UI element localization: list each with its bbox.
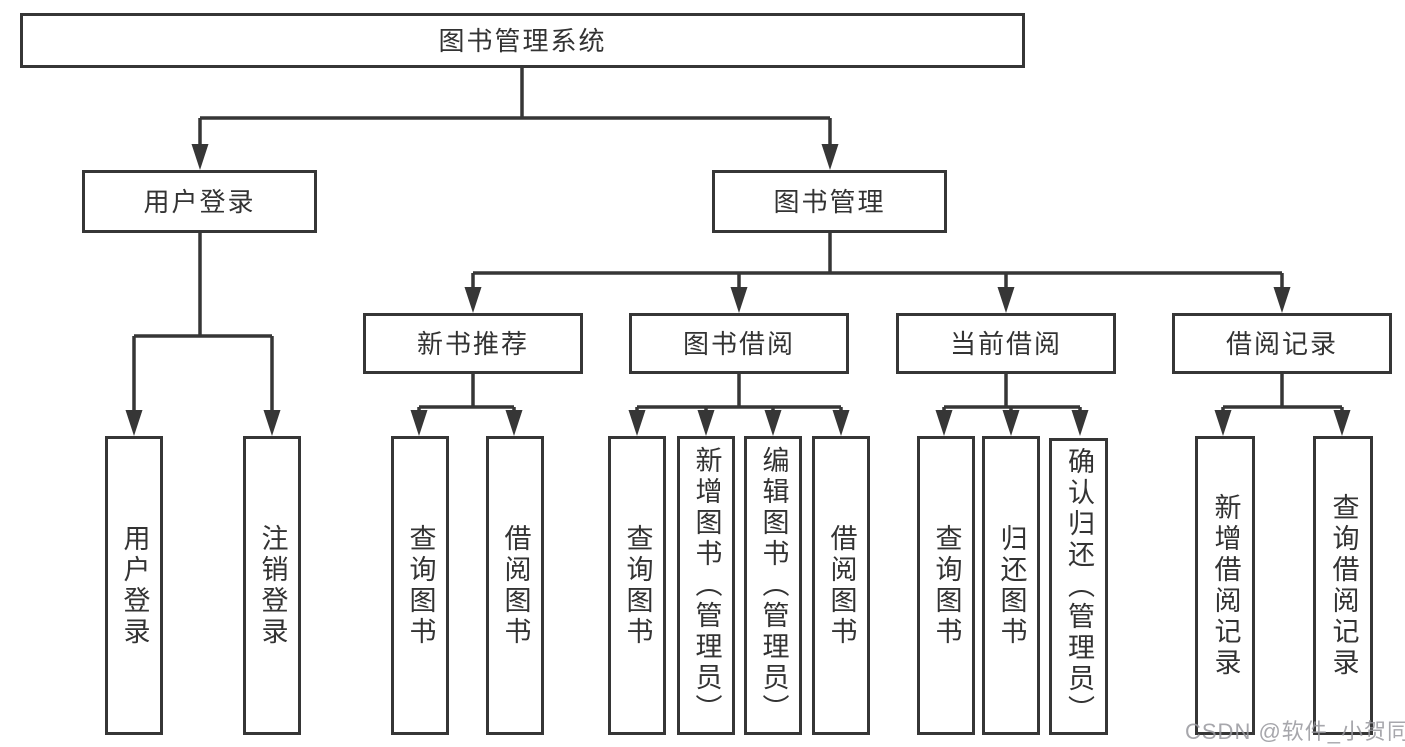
leaf-current-query-books-label: 查询图书: [931, 523, 962, 648]
leaf-borrowing-add-books-admin-label: 新增图书（管理员）: [691, 446, 722, 725]
node-root-label: 图书管理系统: [438, 25, 607, 56]
leaf-records-add-record: 新增借阅记录: [1195, 436, 1255, 735]
leaf-logout: 注销登录: [243, 436, 301, 735]
leaf-user-login-label: 用户登录: [119, 523, 150, 648]
leaf-records-query-record: 查询借阅记录: [1313, 436, 1373, 735]
leaf-newbook-query-books: 查询图书: [391, 436, 449, 735]
node-borrow-records: 借阅记录: [1172, 313, 1392, 374]
leaf-borrowing-add-books-admin: 新增图书（管理员）: [677, 436, 735, 735]
leaf-records-query-record-label: 查询借阅记录: [1328, 492, 1359, 679]
connector-bookborrow-to-leaves: [628, 374, 850, 436]
leaf-user-login: 用户登录: [105, 436, 163, 735]
leaf-newbook-borrow-books-label: 借阅图书: [500, 523, 531, 648]
node-book-management-label: 图书管理: [773, 186, 886, 217]
node-user-login-label: 用户登录: [143, 186, 256, 217]
leaf-borrowing-borrow-books: 借阅图书: [812, 436, 870, 735]
leaf-newbook-query-books-label: 查询图书: [405, 523, 436, 648]
node-book-borrowing: 图书借阅: [629, 313, 849, 374]
connector-currentborrow-to-leaves: [935, 374, 1089, 436]
leaf-current-query-books: 查询图书: [917, 436, 975, 735]
leaf-current-return-books: 归还图书: [982, 436, 1040, 735]
leaf-current-confirm-return-admin-label: 确认归还（管理员）: [1064, 447, 1094, 726]
leaf-current-confirm-return-admin: 确认归还（管理员）: [1049, 438, 1108, 735]
node-book-management: 图书管理: [712, 170, 947, 233]
connector-userlogin-to-leaves: [125, 233, 281, 436]
leaf-logout-label: 注销登录: [257, 523, 288, 648]
node-root: 图书管理系统: [20, 13, 1025, 68]
connector-records-to-leaves: [1214, 374, 1351, 436]
connector-newbooks-to-leaves: [410, 374, 523, 436]
leaf-borrowing-edit-books-admin-label: 编辑图书（管理员）: [758, 446, 789, 725]
node-borrow-records-label: 借阅记录: [1225, 328, 1338, 359]
leaf-borrowing-query-books: 查询图书: [608, 436, 666, 735]
node-user-login: 用户登录: [82, 170, 317, 233]
node-new-book-recommend: 新书推荐: [363, 313, 583, 374]
node-current-borrowing-label: 当前借阅: [949, 328, 1062, 359]
node-current-borrowing: 当前借阅: [896, 313, 1116, 374]
leaf-borrowing-borrow-books-label: 借阅图书: [826, 523, 857, 648]
leaf-borrowing-edit-books-admin: 编辑图书（管理员）: [744, 436, 802, 735]
node-new-book-recommend-label: 新书推荐: [416, 328, 529, 359]
leaf-newbook-borrow-books: 借阅图书: [486, 436, 544, 735]
node-book-borrowing-label: 图书借阅: [682, 328, 795, 359]
leaf-borrowing-query-books-label: 查询图书: [622, 523, 653, 648]
connector-bookmgmt-to-level3: [464, 233, 1291, 313]
watermark-text: CSDN @软件_小贺同学: [1185, 719, 1405, 744]
leaf-current-return-books-label: 归还图书: [996, 523, 1027, 648]
connector-root-to-level2: [191, 68, 839, 170]
leaf-records-add-record-label: 新增借阅记录: [1210, 492, 1241, 679]
